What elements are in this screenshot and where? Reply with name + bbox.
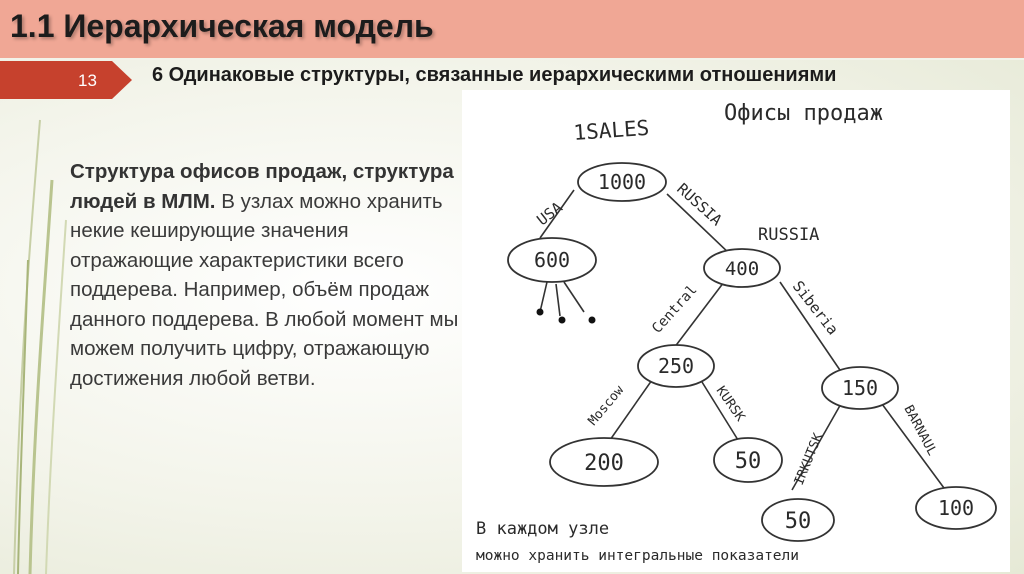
node-kursk: 50 xyxy=(735,449,762,474)
sketch-heading: Офисы продаж xyxy=(724,101,883,126)
slide-title: 1.1 Иерархическая модель xyxy=(10,8,434,44)
tree-nodes xyxy=(507,162,997,542)
edge-label-irkutsk: IRKUTSK xyxy=(792,431,826,488)
hierarchy-sketch-image: Офисы продаж 1SALES USA RUSSIA RUSSIA Ce… xyxy=(462,90,1010,572)
sketch-note-line-1: В каждом узле xyxy=(476,519,609,539)
slide-number-badge xyxy=(0,61,112,99)
node-russia: 400 xyxy=(725,258,759,280)
body-lead: Структура офисов продаж, структура людей… xyxy=(70,160,454,213)
slide-number-arrow xyxy=(112,61,132,99)
hierarchy-tree-diagram: Офисы продаж 1SALES USA RUSSIA RUSSIA Ce… xyxy=(476,101,997,564)
tree-leaf-dots xyxy=(536,308,596,324)
node-usa: 600 xyxy=(534,248,570,272)
node-moscow: 200 xyxy=(584,451,624,476)
edge-label-moscow: Moscow xyxy=(586,383,628,429)
body-paragraph: Структура офисов продаж, структура людей… xyxy=(70,157,470,393)
node-central: 250 xyxy=(658,354,694,378)
node-irkutsk: 50 xyxy=(785,509,812,534)
edge-label-russia: RUSSIA xyxy=(673,180,725,230)
sketch-note-line-2: можно хранить интегральные показатели xyxy=(476,548,799,564)
edge-label-usa: USA xyxy=(533,198,565,229)
edge-label-barnaul: BARNAUL xyxy=(900,403,939,459)
slide-number: 13 xyxy=(78,71,97,90)
edge-label-central: Central xyxy=(649,282,700,337)
edge-label-kursk: KURSK xyxy=(713,384,748,425)
title-bar xyxy=(0,0,1024,58)
tree-edges xyxy=(539,189,945,491)
slide-subtitle: 6 Одинаковые структуры, связанные иерарх… xyxy=(152,64,837,86)
node-root: 1000 xyxy=(598,170,646,194)
node-siberia: 150 xyxy=(842,376,878,400)
sketch-corner-label: 1SALES xyxy=(573,116,650,145)
node-barnaul: 100 xyxy=(938,496,974,520)
decorative-grass-lines xyxy=(13,119,67,574)
edge-label-russia-2: RUSSIA xyxy=(758,225,819,245)
body-text: В узлах можно хранить некие кеширующие з… xyxy=(70,189,459,390)
